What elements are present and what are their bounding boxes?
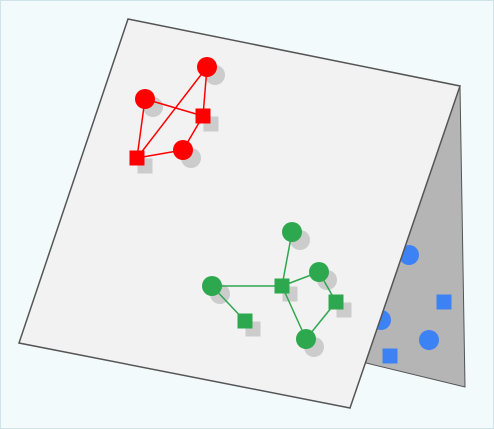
green-circle-node — [202, 276, 222, 296]
blue-square-node — [436, 294, 452, 310]
green-circle-node — [282, 222, 302, 242]
red-cluster — [129, 57, 225, 174]
blue-square-node — [382, 348, 398, 364]
edge — [136, 66, 208, 159]
red-square-node — [129, 150, 145, 166]
red-circle-node — [173, 140, 193, 160]
green-square-node — [237, 313, 253, 329]
red-circle-node — [135, 89, 155, 109]
green-cluster — [202, 222, 352, 357]
green-circle-node — [309, 262, 329, 282]
blue-circle-node — [419, 330, 439, 350]
red-square-node — [195, 108, 211, 124]
red-circle-node — [197, 57, 217, 77]
edge — [144, 98, 204, 117]
green-square-node — [274, 278, 290, 294]
green-square-node — [328, 294, 344, 310]
green-circle-node — [296, 329, 316, 349]
clusters — [129, 57, 352, 357]
